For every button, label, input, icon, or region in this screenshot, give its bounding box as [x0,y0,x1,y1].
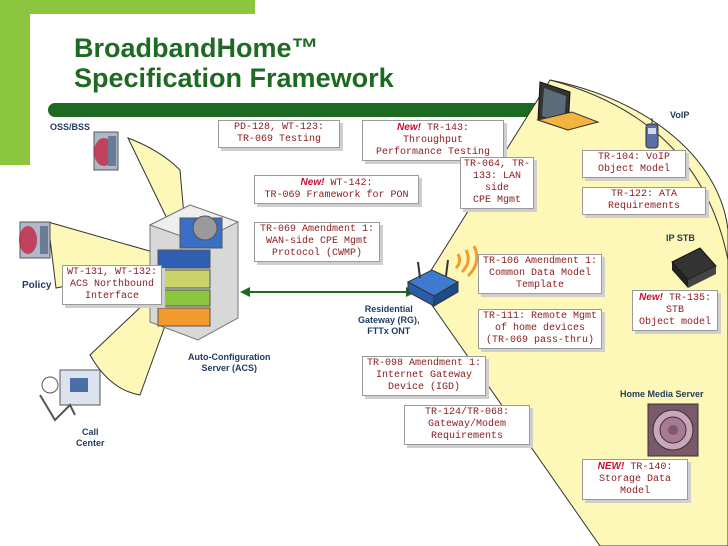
box-tr106-line3: Template [515,280,564,291]
oss-server-icon [93,131,119,171]
box-wt142-text1: WT-142: [324,178,373,189]
box-tr104-line1: TR-104: VoIP [597,152,670,163]
new-badge: New! [639,292,663,303]
box-tr069-am1-line1: TR-069 Amendment 1: [259,224,375,235]
white-title-panel [30,14,255,165]
box-tr111-line3: (TR-069 pass-thru) [485,335,595,346]
box-tr135-line3: Object model [638,317,711,328]
label-rg-3: FTTx ONT [367,326,411,336]
label-oss-bss: OSS/BSS [50,122,91,132]
box-tr064-line3: CPE Mgmt [472,195,521,206]
box-tr098-line3: Device (IGD) [387,382,460,393]
green-title-bar [48,103,572,117]
box-tr064: TR-064, TR- 133: LAN side CPE Mgmt [460,157,534,209]
fan-arc [549,79,728,261]
box-tr111-line1: TR-111: Remote Mgmt [482,311,598,322]
new-badge: NEW! [597,461,625,472]
box-pd128: PD-128, WT-123: TR-069 Testing [218,120,340,148]
router-icon [406,259,460,307]
label-rg-1: Residential [364,304,413,314]
box-wt131-line2: ACS Northbound [69,279,154,290]
box-tr124-line2: Gateway/Modem [427,419,506,430]
acs-server-icon [148,204,240,341]
box-tr069-am1-line3: Protocol (CWMP) [271,248,362,259]
box-wt142: New! WT-142: TR-069 Framework for PON [254,175,419,204]
box-tr069-am1: TR-069 Amendment 1: WAN-side CPE Mgmt Pr… [254,222,380,262]
label-acs: Auto-Configuration Server (ACS) [188,352,270,374]
voip-phone-icon [645,118,659,149]
box-tr140: NEW! TR-140: Storage Data Model [582,459,688,500]
box-tr064-line1: TR-064, TR- [463,159,530,170]
wifi-icon [454,245,479,278]
label-home-media-server: Home Media Server [620,389,704,399]
box-tr143-line1: New! TR-143: Throughput [365,122,501,147]
label-ip-stb: IP STB [666,233,695,243]
label-acs-1: Auto-Configuration [188,352,271,362]
box-tr122-line1: TR-122: ATA [610,189,677,200]
box-tr122-line2: Requirements [607,201,680,212]
box-tr135: New! TR-135: STB Object model [632,290,718,331]
box-tr111: TR-111: Remote Mgmt of home devices (TR-… [478,309,602,349]
box-tr135-line1: New! TR-135: [635,292,715,305]
box-tr124: TR-124/TR-068: Gateway/Modem Requirement… [404,405,530,445]
label-voip: VoIP [670,110,690,120]
label-call: Call [82,427,99,437]
box-wt131: WT-131, WT-132: ACS Northbound Interface [62,265,162,305]
box-tr122: TR-122: ATA Requirements [582,187,706,215]
box-tr064-line2: 133: LAN side [472,171,521,194]
laptop-icon [536,81,600,131]
label-rg-2: Gateway (RG), [358,315,420,325]
new-badge: New! [397,122,421,133]
box-tr143-line2: Performance Testing [375,147,491,158]
box-tr135-line2: STB [665,305,684,316]
media-server-icon [647,403,699,457]
page-title-line2: Specification Framework [74,63,394,93]
box-tr135-text1: TR-135: [662,293,711,304]
box-wt142-line2: TR-069 Framework for PON [264,190,409,201]
new-badge: New! [300,177,325,188]
label-center: Center [76,438,105,448]
box-wt131-line1: WT-131, WT-132: [66,267,157,278]
box-tr098-line1: TR-098 Amendment 1: [366,358,482,369]
page-title-line1: BroadbandHome™ [74,33,319,63]
box-pd128-line2: TR-069 Testing [236,134,321,145]
call-center-icon [39,369,101,422]
box-tr111-line2: of home devices [494,323,585,334]
box-tr098-line2: Internet Gateway [375,370,472,381]
box-tr106-line1: TR-106 Amendment 1: [482,256,598,267]
box-tr140-line2: Storage Data Model [598,474,671,497]
label-policy: Policy [22,280,52,291]
box-wt131-line3: Interface [84,291,139,302]
arrow-left-icon [240,287,250,297]
stb-icon [671,247,717,288]
policy-server-icon [19,221,51,259]
box-tr098: TR-098 Amendment 1: Internet Gateway Dev… [362,356,486,396]
label-acs-2: Server (ACS) [201,363,257,373]
box-tr104-line2: Object Model [597,164,670,175]
box-tr143-text1: TR-143: Throughput [402,123,469,146]
box-tr140-text1: TR-140: [624,462,673,473]
box-tr106: TR-106 Amendment 1: Common Data Model Te… [478,254,602,294]
box-tr140-line1: NEW! TR-140: [585,461,685,474]
box-tr124-line3: Requirements [430,431,503,442]
box-wt142-line1: New! WT-142: [257,177,416,190]
label-rg: Residential Gateway (RG), FTTx ONT [358,304,420,337]
box-pd128-line1: PD-128, WT-123: [233,122,324,133]
box-tr143: New! TR-143: Throughput Performance Test… [362,120,504,161]
box-tr124-line1: TR-124/TR-068: [424,407,509,418]
box-tr106-line2: Common Data Model [488,268,592,279]
box-tr104: TR-104: VoIP Object Model [582,150,686,178]
label-call-center: Call Center [76,427,105,449]
box-tr069-am1-line2: WAN-side CPE Mgmt [265,236,369,247]
